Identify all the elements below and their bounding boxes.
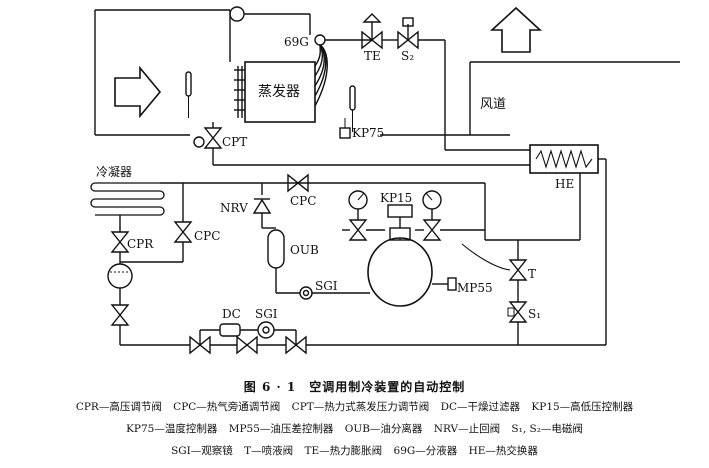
- heat-exchanger: [529, 144, 599, 174]
- label-s1: S₁: [528, 307, 541, 321]
- oil-separator-icon: [267, 229, 285, 269]
- label-69g: 69G: [284, 35, 309, 49]
- label-sgi-right: SGI: [315, 279, 338, 293]
- legend-item: CPR—高压调节阀: [75, 401, 162, 413]
- legend-item: HE—热交换器: [468, 445, 538, 457]
- air-duct-label: 风道: [480, 97, 506, 112]
- label-dc: DC: [222, 307, 241, 321]
- label-t: T: [528, 267, 536, 281]
- legend-item: MP55—油压差控制器: [228, 423, 334, 435]
- sgi-bottom-sight-glass-icon: [257, 321, 275, 339]
- cpt-valve-icon: [203, 127, 223, 149]
- distributor-69g-icon: [314, 34, 326, 46]
- bottom-valve-2-icon: [236, 335, 258, 355]
- legend-item: NRV—止回阀: [433, 423, 501, 435]
- gauge-valve-icon: [348, 219, 368, 241]
- legend-item: KP15—高低压控制器: [531, 401, 634, 413]
- label-cpc-top: CPC: [290, 194, 316, 208]
- legend-item: 69G—分液器: [393, 445, 458, 457]
- kp75-controller-icon: [339, 127, 351, 139]
- label-s2: S₂: [401, 49, 414, 63]
- legend-line-3: SGI—观察镜 T—喷液阀 TE—热力膨胀阀 69G—分液器 HE—热交换器: [0, 443, 709, 458]
- label-sgi-bottom: SGI: [255, 307, 278, 321]
- cpc-top-valve-icon: [287, 173, 309, 193]
- gauge-valve-icon: [422, 219, 442, 241]
- label-te: TE: [364, 49, 381, 63]
- nrv-valve-icon: [252, 198, 272, 214]
- suction-bend-icon: [229, 6, 245, 22]
- legend-item: OUB—油分离器: [344, 423, 423, 435]
- evaporator-label: 蒸发器: [258, 84, 300, 100]
- receiver-icon: [107, 263, 133, 289]
- label-cpt: CPT: [222, 135, 247, 149]
- condenser: [90, 182, 165, 216]
- label-cpr: CPR: [127, 237, 154, 251]
- te-valve-icon: [361, 30, 383, 50]
- caption-block: 图 6 · 1 空调用制冷装置的自动控制 CPR—高压调节阀 CPC—热气旁通调…: [0, 372, 709, 465]
- legend-item: CPT—热力式蒸发压力调节阀: [291, 401, 430, 413]
- legend-item: SGI—观察镜: [171, 445, 233, 457]
- label-oub: OUB: [290, 243, 319, 257]
- label-kp75: KP75: [352, 126, 384, 140]
- sgi-sight-glass-icon: [299, 286, 313, 300]
- legend-item: DC—干燥过滤器: [440, 401, 521, 413]
- compressor: [367, 227, 433, 307]
- label-cpc-left: CPC: [194, 229, 220, 243]
- receiver-outlet-valve-icon: [110, 304, 130, 326]
- label-kp15: KP15: [380, 191, 412, 205]
- legend-item: KP75—温度控制器: [126, 423, 218, 435]
- airflow-in-arrow: [114, 65, 162, 119]
- label-he: HE: [555, 177, 574, 191]
- cpc-left-valve-icon: [173, 221, 193, 243]
- label-mp55: MP55: [457, 281, 493, 295]
- mp55-controller-icon: [447, 277, 457, 291]
- refrigeration-diagram: 蒸发器 69G TE S₂ 风道 CPT KP75 HE 冷: [90, 6, 680, 355]
- s1-valve-icon: [508, 301, 528, 323]
- dc-filter-drier-icon: [219, 323, 241, 337]
- legend-line-1: CPR—高压调节阀 CPC—热气旁通调节阀 CPT—热力式蒸发压力调节阀 DC—…: [0, 399, 709, 414]
- air-duct: [94, 9, 680, 136]
- s2-valve-icon: [397, 30, 419, 50]
- cpt-pilot-icon: [193, 136, 205, 148]
- condenser-label: 冷凝器: [96, 164, 132, 179]
- label-nrv: NRV: [220, 201, 248, 215]
- bottom-valve-1-icon: [189, 335, 211, 355]
- kp15-controller-icon: [387, 204, 413, 218]
- sensor-bulb-icon: [185, 71, 192, 97]
- bottom-valve-3-icon: [285, 335, 307, 355]
- airflow-out-arrow: [489, 6, 543, 53]
- legend-item: S₁, S₂—电磁阀: [511, 423, 583, 435]
- legend-item: T—喷液阀: [244, 445, 294, 457]
- legend-line-2: KP75—温度控制器 MP55—油压差控制器 OUB—油分离器 NRV—止回阀 …: [0, 421, 709, 436]
- evaporator: [234, 44, 328, 123]
- legend-item: TE—热力膨胀阀: [304, 445, 383, 457]
- figure-caption: 图 6 · 1 空调用制冷装置的自动控制: [243, 380, 466, 394]
- legend-item: CPC—热气旁通调节阀: [173, 401, 281, 413]
- t-valve-icon: [508, 259, 528, 281]
- cpr-valve-icon: [110, 231, 130, 253]
- sensor-bulb-icon: [349, 85, 356, 111]
